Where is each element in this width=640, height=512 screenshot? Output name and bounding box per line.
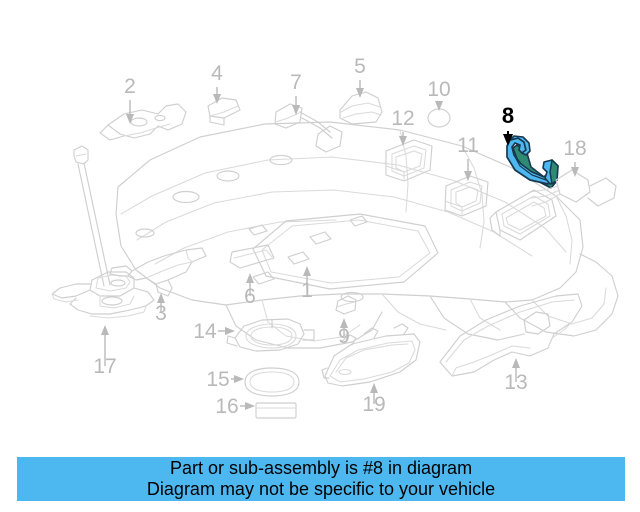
callout-label-5: 5 (354, 55, 366, 78)
callout-label-14: 14 (193, 320, 217, 343)
callout-label-12: 12 (391, 107, 414, 130)
part-dome-cover (339, 91, 383, 125)
callout-label-18: 18 (563, 137, 586, 160)
callout-label-1: 1 (301, 279, 313, 302)
callout-label-13: 13 (504, 371, 527, 394)
callout-label-9: 9 (338, 325, 350, 348)
part-oval-lens-assembly (226, 318, 315, 352)
part-lamp-housing-b (444, 175, 489, 217)
callout-label-4: 4 (211, 62, 223, 85)
part-clip-cap (335, 295, 357, 315)
callout-label-11: 11 (457, 134, 479, 157)
banner-line-primary: Part or sub-assembly is #8 in diagram (169, 458, 473, 478)
part-antenna-rod-assembly (51, 145, 155, 319)
part-mounting-bracket (109, 247, 207, 297)
callout-label-6: 6 (244, 285, 256, 308)
part-console-lamp (321, 323, 421, 387)
part-grab-handle-highlighted (506, 135, 559, 189)
callout-arrows (101, 80, 579, 410)
part-round-plug (427, 108, 451, 128)
part-wire-connector (489, 169, 617, 241)
part-bulb (255, 402, 297, 419)
diagram-note-banner: Part or sub-assembly is #8 in diagram Di… (17, 457, 625, 501)
part-small-wedge-clip (207, 97, 241, 126)
part-trim-pad (229, 244, 275, 269)
callout-label-16: 16 (215, 395, 238, 418)
part-headliner-panel (115, 121, 619, 349)
callout-label-3: 3 (155, 302, 167, 325)
callout-label-7: 7 (290, 71, 302, 94)
part-visor-bracket (99, 103, 187, 141)
part-lamp-housing-a (385, 139, 433, 182)
callout-label-15: 15 (206, 368, 229, 391)
part-rear-trim-panel (439, 293, 583, 377)
callout-label-19: 19 (362, 393, 385, 416)
callout-label-8: 8 (502, 103, 514, 128)
part-assist-handle-bar (274, 103, 343, 153)
parts-diagram-canvas: 2 4 7 5 10 12 11 18 8 1 3 6 9 17 14 15 1… (51, 55, 619, 419)
callout-label-17: 17 (93, 355, 116, 378)
callout-label-10: 10 (427, 78, 450, 101)
part-oval-lens (244, 367, 300, 397)
banner-line-secondary: Diagram may not be specific to your vehi… (146, 479, 496, 499)
callout-labels: 2 4 7 5 10 12 11 18 8 1 3 6 9 17 14 15 1… (93, 55, 586, 418)
callout-label-2: 2 (124, 75, 136, 98)
